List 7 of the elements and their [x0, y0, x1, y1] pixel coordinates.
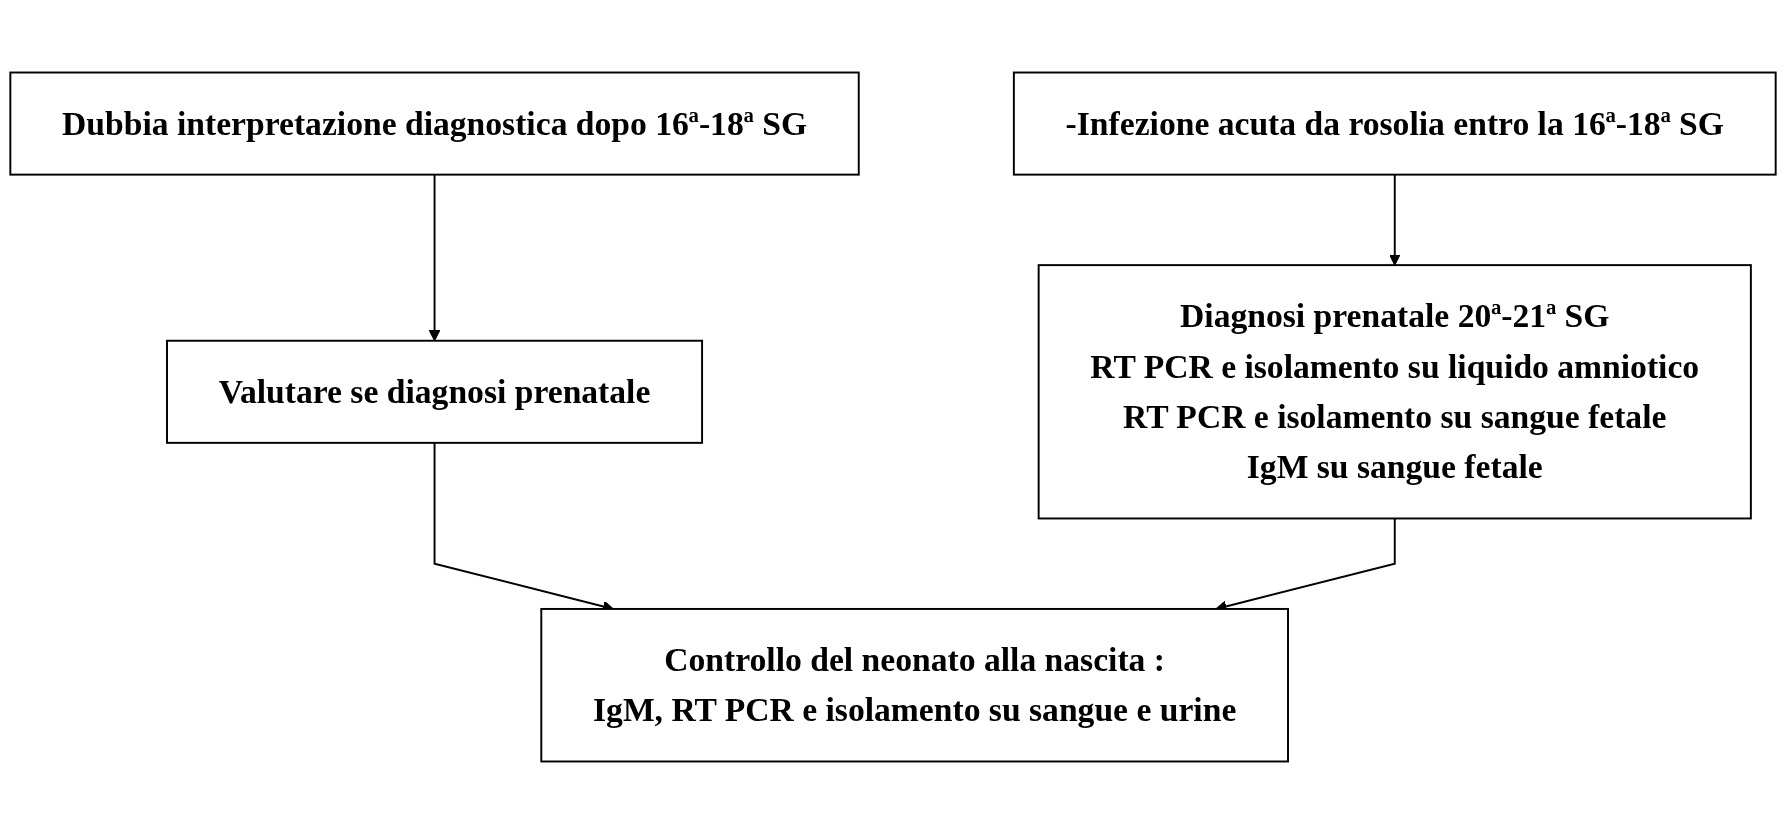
- node-box: Valutare se diagnosi prenatale: [166, 339, 704, 444]
- arrow: [1389, 173, 1401, 266]
- node-box: Diagnosi prenatale 20ª-21ª SG RT PCR e isolamento su liquido amniotico RT PCR e isolamento su sangue fetale IgM su sangue fetale: [1037, 264, 1752, 520]
- node-box: Controllo del neonato alla nascita : IgM, RT PCR e isolamento su sangue e urine: [540, 608, 1289, 763]
- arrow: [428, 173, 441, 342]
- node-box: -Infezione acuta da rosolia entro la 16ª-18ª SG: [1012, 71, 1777, 176]
- node-box: Dubbia interpretazione diagnostica dopo 16ª-18ª SG: [9, 71, 860, 176]
